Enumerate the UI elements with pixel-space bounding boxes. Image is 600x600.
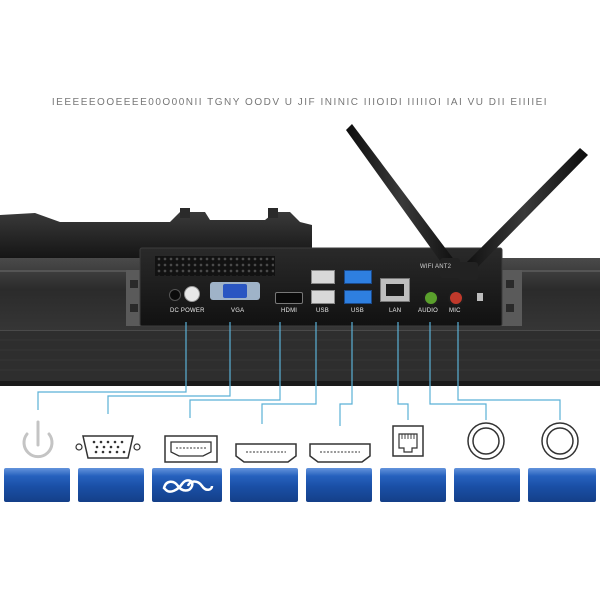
- banner-text: IEEEEEOOEEEE00O00NII TGNY OODV U JIF INI…: [51, 97, 549, 108]
- ground-screw: [477, 293, 483, 301]
- vga-port-icon: [75, 435, 141, 459]
- port-label-mic: MIC: [449, 308, 461, 314]
- monitor-top: [0, 208, 312, 258]
- audio-jack-icon: [467, 422, 505, 460]
- port-label-audio: AUDIO: [418, 308, 439, 314]
- ethernet-port-icon: [392, 425, 424, 457]
- power-button: [184, 286, 200, 302]
- module-brackets: [126, 270, 522, 326]
- mic-jack-icon: [541, 422, 579, 460]
- tile-vga: [78, 468, 144, 502]
- infinity-logo-icon: [162, 479, 214, 493]
- wifi-antennas: [346, 124, 588, 280]
- tile-audio: [454, 468, 520, 502]
- leader-lines: [37, 322, 561, 426]
- usb3-port-top: [344, 270, 372, 284]
- port-label-usb-1: USB: [316, 308, 329, 314]
- usb2-port-top: [311, 270, 335, 284]
- mic-jack: [448, 290, 464, 306]
- port-label-lan: LAN: [389, 308, 402, 314]
- hdmi-connector: [275, 292, 303, 304]
- usb2-port-bottom: [311, 290, 335, 304]
- antenna-label: WIFI ANT2: [420, 264, 452, 270]
- audio-jack: [423, 290, 439, 306]
- usb3-port-bottom: [344, 290, 372, 304]
- tile-hdmi-2: [230, 468, 298, 502]
- hdmi-port-icon: [235, 443, 297, 463]
- power-icon: [22, 420, 54, 459]
- hdmi-port-icon: [164, 435, 218, 463]
- lan-connector: [380, 278, 410, 302]
- tile-usb: [306, 468, 372, 502]
- vga-connector: [210, 282, 260, 300]
- port-label-vga: VGA: [231, 308, 245, 314]
- vent-grille: [156, 256, 274, 276]
- port-label-dc-power: DC POWER: [170, 308, 205, 314]
- dc-power-jack: [169, 289, 181, 301]
- port-label-usb-2: USB: [351, 308, 364, 314]
- port-label-hdmi: HDMI: [281, 308, 298, 314]
- usb-port-icon: [309, 443, 371, 463]
- tile-lan: [380, 468, 446, 502]
- tile-dc-power: [4, 468, 70, 502]
- tile-mic: [528, 468, 596, 502]
- tile-hdmi-1: [152, 468, 222, 502]
